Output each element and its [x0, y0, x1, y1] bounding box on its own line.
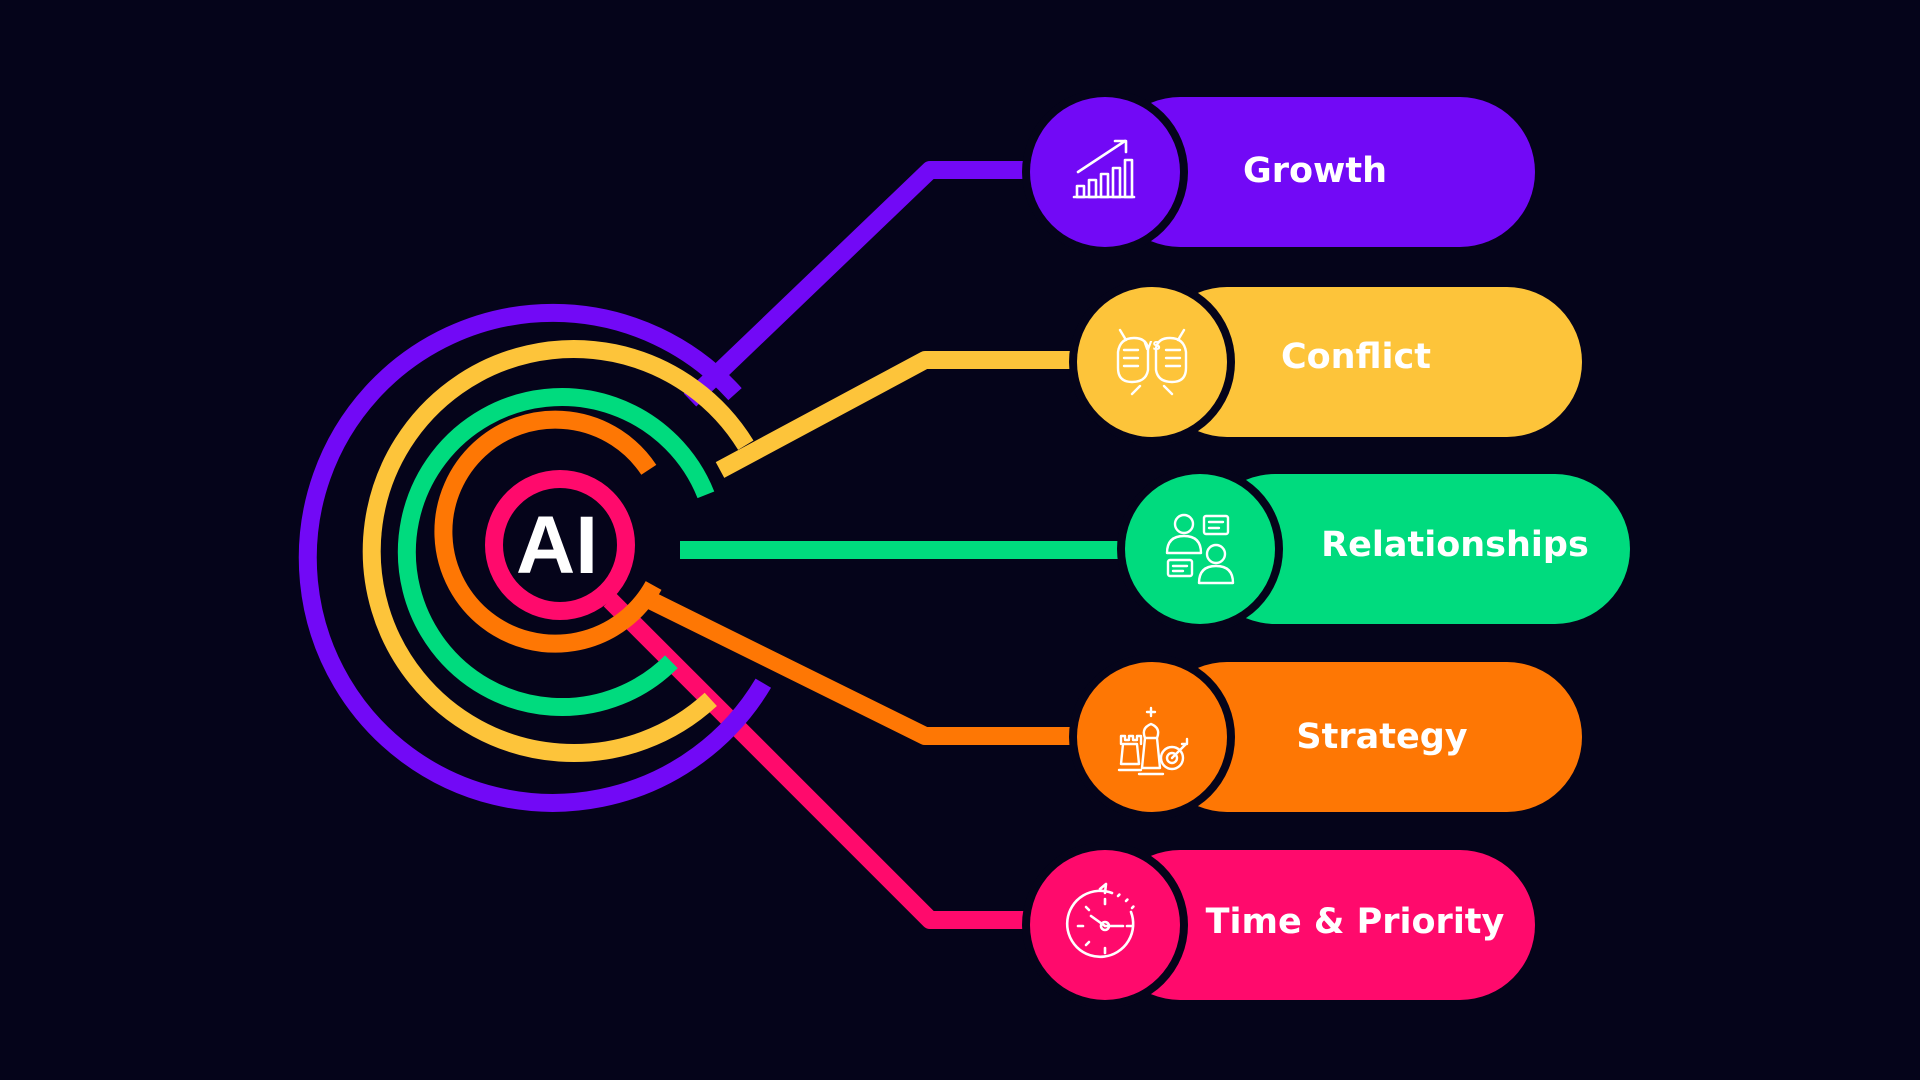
pill-conflict-label: Conflict [1281, 337, 1431, 377]
conflict-connector-line [715, 351, 1090, 478]
strategy-chess-icon [1117, 706, 1189, 776]
hub-label: AI [516, 500, 598, 591]
concentric-rings [298, 303, 772, 812]
relationships-ring [397, 388, 715, 717]
pill-strategy-body [1152, 662, 1582, 812]
pill-time-priority[interactable]: Time & Priority [1022, 842, 1535, 1008]
time-stopwatch-icon [1065, 882, 1137, 959]
pill-growth-body [1105, 97, 1535, 247]
pill-relationships-body [1200, 474, 1630, 624]
conflict-ring [362, 340, 754, 762]
pill-growth-icon-circle [1030, 97, 1180, 247]
pill-conflict[interactable]: VS Conflict [1069, 279, 1582, 445]
pill-growth[interactable]: Growth [1022, 89, 1535, 255]
conflict-fists-icon [1116, 328, 1188, 396]
pill-conflict-icon-circle [1077, 287, 1227, 437]
pill-conflict-body [1152, 287, 1582, 437]
pill-relationships[interactable]: Relationships [1117, 466, 1630, 632]
time-priority-ring [485, 470, 635, 620]
growth-connector-line [683, 161, 1040, 407]
time-priority-connector-line [603, 593, 1040, 929]
pill-relationships-label: Relationships [1321, 525, 1589, 565]
connectors [603, 161, 1135, 929]
pill-strategy-label: Strategy [1296, 717, 1467, 757]
growth-ring [298, 303, 772, 812]
strategy-connector-line [646, 591, 1090, 745]
conflict-vs-glyph: VS [1143, 339, 1161, 353]
pill-strategy[interactable]: Strategy [1069, 654, 1582, 820]
pill-growth-label: Growth [1243, 151, 1387, 191]
pill-time-priority-body [1105, 850, 1535, 1000]
pill-time-priority-label: Time & Priority [1206, 902, 1505, 942]
relationships-people-icon [1165, 513, 1235, 585]
strategy-ring [434, 410, 662, 653]
growth-chart-icon [1072, 139, 1136, 199]
